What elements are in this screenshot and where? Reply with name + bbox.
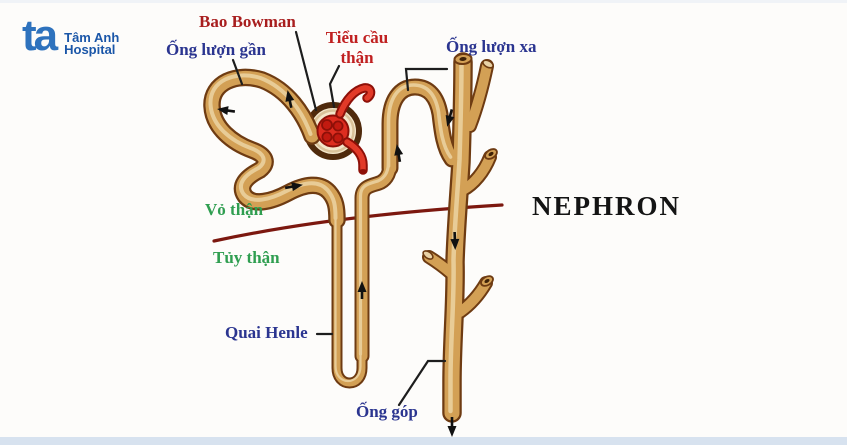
label-collecting-duct: Ống góp [356, 402, 418, 421]
leader-lines [231, 30, 449, 407]
urine-exit-arrow [447, 417, 457, 437]
duct-open-ends [422, 52, 498, 287]
label-loop-of-henle: Quai Henle [225, 323, 308, 342]
bottom-edge-bar [0, 437, 847, 445]
loop-of-henle [333, 210, 366, 387]
glomerulus [316, 114, 350, 148]
arterioles [335, 83, 376, 175]
label-proximal-tubule: Ống lượn gần [166, 40, 266, 59]
label-distal-tubule: Ống lượn xa [446, 37, 537, 56]
leader-tieu-cau-than [328, 64, 341, 109]
top-edge-bar [0, 0, 847, 3]
label-renal-cortex: Vỏ thận [205, 200, 264, 219]
leader-bao-bowman [294, 30, 318, 112]
logo-name: Tâm Anh [64, 30, 120, 45]
tubule-highlights [208, 57, 464, 414]
label-renal-medulla: Tủy thận [213, 248, 280, 267]
leader-ong-gop [397, 359, 447, 407]
flow-arrows [217, 90, 460, 437]
leader-ong-luon-xa [404, 67, 449, 92]
logo-ta-icon: ta [22, 11, 58, 60]
hospital-logo: ta Tâm Anh Hospital [22, 14, 119, 58]
logo-subtitle: Hospital [64, 42, 116, 57]
leader-ong-luon-gan [231, 58, 244, 86]
label-glomerulus: Tiểu cầu thận [325, 28, 389, 67]
diagram-title: NEPHRON [532, 191, 681, 221]
ascending-limb [356, 158, 396, 362]
label-bowman-capsule: Bao Bowman [199, 12, 296, 31]
